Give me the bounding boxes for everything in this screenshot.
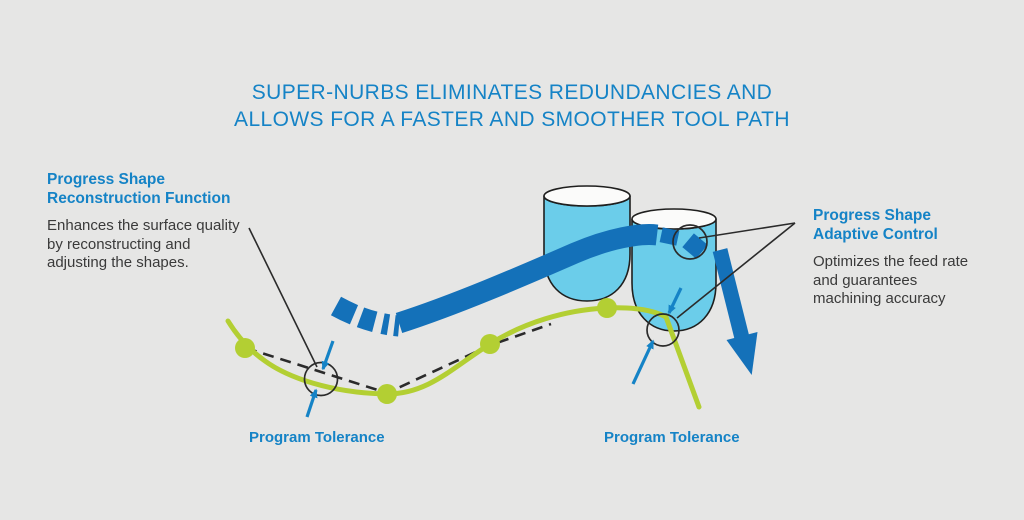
annotation-right-body-line2: and guarantees xyxy=(813,271,918,289)
annotation-left-heading: Progress Shape Reconstruction Function xyxy=(47,170,262,208)
annotation-right-heading: Progress Shape Adaptive Control xyxy=(813,206,983,244)
annotation-right-body: Optimizes the feed rate and guarantees m… xyxy=(813,253,983,309)
title-line-2: ALLOWS FOR A FASTER AND SMOOTHER TOOL PA… xyxy=(234,108,790,131)
annotation-left-body-line2: by reconstructing and xyxy=(47,235,191,253)
program-tolerance-label-right: Program Tolerance xyxy=(604,429,740,446)
tool-right-top-face xyxy=(631,208,717,230)
program-point-dot-4 xyxy=(597,298,617,318)
smooth-toolpath-band xyxy=(395,224,659,333)
reconstructed-path-curve xyxy=(225,305,702,410)
annotation-right-heading-line1: Progress Shape xyxy=(813,207,932,224)
pointer-line-lower-right xyxy=(676,222,796,319)
annotation-left-body-line3: adjusting the shapes. xyxy=(47,254,189,271)
title-line-1: SUPER-NURBS ELIMINATES REDUNDANCIES AND xyxy=(251,81,773,104)
annotation-right-body-line3: machining accuracy xyxy=(813,290,946,307)
nurbs-square-segment-2 xyxy=(682,233,708,259)
program-path-dashed-line xyxy=(245,322,552,395)
annotation-right-heading-line2: Adaptive Control xyxy=(813,226,938,243)
program-point-dot-1 xyxy=(235,338,255,358)
annotation-left-body: Enhances the surface quality by reconstr… xyxy=(47,217,262,273)
pointer-line-left xyxy=(248,227,318,368)
program-point-dot-3 xyxy=(480,334,500,354)
page-title: SUPER-NURBS ELIMINATES REDUNDANCIES AND … xyxy=(0,79,1024,133)
tolerance-arrow-right-upper xyxy=(667,287,683,315)
smooth-toolpath-band-dashes xyxy=(330,296,401,337)
annotation-left-heading-line2: Reconstruction Function xyxy=(47,190,231,207)
annotation-right-body-line1: Optimizes the feed rate xyxy=(813,253,969,270)
annotation-adaptive-control: Progress Shape Adaptive Control Optimize… xyxy=(813,206,983,309)
tolerance-circle-lower-right xyxy=(646,313,680,347)
tolerance-arrow-left-upper xyxy=(321,340,335,371)
feed-rate-arrow-icon xyxy=(712,248,758,375)
annotation-left-body-line1: Enhances the surface quality xyxy=(47,217,240,234)
program-point-dot-2 xyxy=(377,384,397,404)
tolerance-arrow-left-lower xyxy=(305,388,318,418)
annotation-reconstruction-function: Progress Shape Reconstruction Function E… xyxy=(47,170,262,273)
program-tolerance-label-left: Program Tolerance xyxy=(249,429,385,446)
tolerance-circle-left xyxy=(303,361,339,397)
nurbs-square-segment-1 xyxy=(659,227,680,246)
tolerance-circle-upper-right xyxy=(672,224,708,260)
pointer-line-upper-right xyxy=(698,222,796,239)
tolerance-arrow-right-lower xyxy=(631,339,655,385)
tool-left-top-face xyxy=(543,185,631,207)
annotation-left-heading-line1: Progress Shape xyxy=(47,171,166,188)
